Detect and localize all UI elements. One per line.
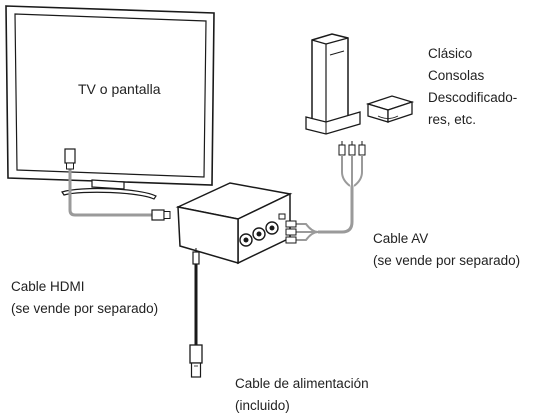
power-cable <box>189 248 203 378</box>
power-cable-label: Cable de alimentación (incluido) <box>235 373 369 417</box>
rca-jacks <box>239 221 279 247</box>
hdmi-cable-label-title: Cable HDMI <box>11 279 85 294</box>
av-cable-label-title: Cable AV <box>373 231 429 246</box>
power-cable-label-title: Cable de alimentación <box>235 376 369 391</box>
source-label-line-1: Clásico <box>428 46 473 61</box>
source-label-line-3: Descodificado- <box>428 90 518 105</box>
game-console-illustration <box>305 33 415 135</box>
source-label-line-2: Consolas <box>428 68 485 83</box>
tv-label: TV o pantalla <box>78 78 161 100</box>
source-label-line-4: res, etc. <box>428 112 477 127</box>
source-devices-label: Clásico Consolas Descodificado- res, etc… <box>428 43 517 131</box>
tv-label-text: TV o pantalla <box>78 81 161 97</box>
tv-illustration <box>5 5 215 200</box>
av-cable-label-note: (se vende por separado) <box>373 253 521 268</box>
hdmi-converter-box <box>175 182 293 265</box>
hdmi-cable-label-note: (se vende por separado) <box>11 301 159 316</box>
hdmi-cable-tv <box>64 148 171 221</box>
power-cable-label-note: (incluido) <box>235 398 290 413</box>
hdmi-cable-label: Cable HDMI (se vende por separado) <box>11 276 158 320</box>
av-cable <box>285 141 366 244</box>
av-cable-label: Cable AV (se vende por separado) <box>373 228 520 272</box>
